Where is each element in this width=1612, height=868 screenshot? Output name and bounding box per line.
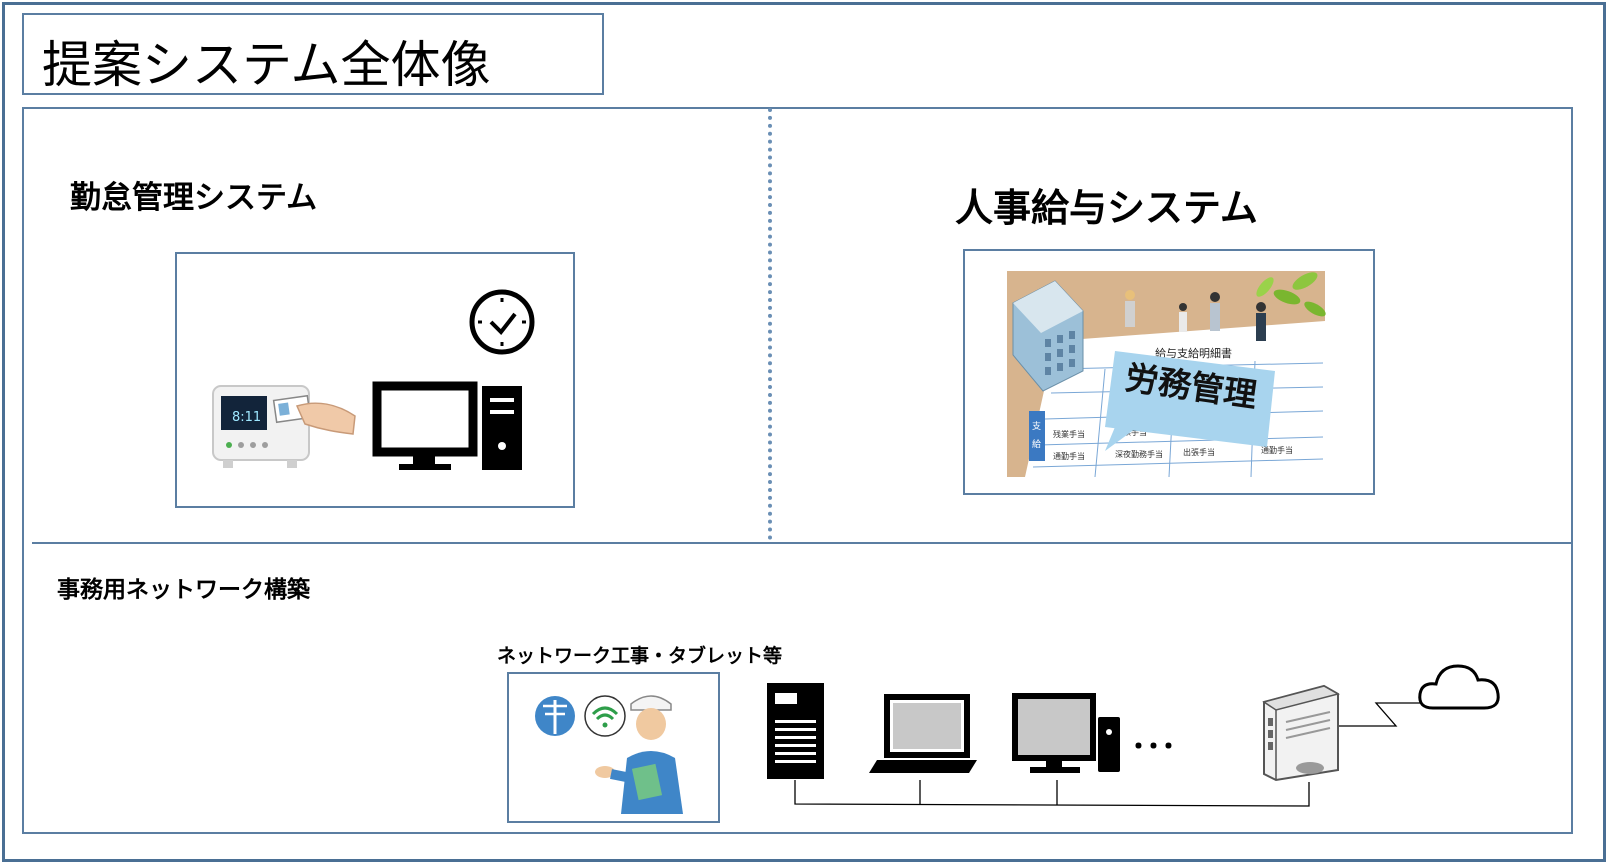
clock-icon [469,289,535,355]
wifi-icon [584,695,626,737]
utility-pole-icon [535,696,575,736]
main-diagram-box [22,107,1573,834]
horizontal-divider [32,542,1573,544]
attendance-image-box: 8:11 [175,252,575,508]
network-sub-label: ネットワーク工事・タブレット等 [497,645,783,667]
payslip-cell: 出張手当 [1183,447,1215,457]
people-figures [1125,290,1266,341]
payroll-image-box: 給与支給明細書 支 給 残業手当 家族手当 通勤手当 深夜勤務手当 出張手当 通… [963,249,1375,495]
page-title: 提案システム全体像 [42,36,491,94]
terminal-time-display: 8:11 [232,410,261,425]
payslip-row-label-1: 支 [1032,420,1041,432]
title-box: 提案システム全体像 [22,13,604,95]
attendance-system-title: 勤怠管理システム [70,180,318,216]
network-title: 事務用ネットワーク構築 [57,577,310,603]
plant-leaves [1256,272,1326,317]
worker-icon [595,695,683,814]
desktop-pc-icon [372,381,522,470]
payslip-cell: 通勤手当 [1053,451,1085,461]
payroll-photo: 給与支給明細書 支 給 残業手当 家族手当 通勤手当 深夜勤務手当 出張手当 通… [1007,271,1326,478]
network-work-box [507,672,720,823]
payroll-system-title: 人事給与システム [955,186,1258,230]
id-card-hand-icon [272,394,356,435]
labor-management-balloon: 労務管理 [1105,351,1275,451]
payslip-title: 給与支給明細書 [1155,346,1232,360]
payslip-cell: 残業手当 [1053,429,1085,439]
payslip-cell: 通勤手当 [1261,445,1293,455]
vertical-dotted-divider [768,108,772,540]
attendance-illustration: 8:11 [212,289,535,470]
payslip-cell: 家族手当 [1115,427,1147,437]
building-figure [1012,280,1084,392]
network-work-illustration [535,695,683,814]
payslip-cell: 深夜勤務手当 [1115,449,1163,459]
payslip-row-label-2: 給 [1032,438,1041,450]
